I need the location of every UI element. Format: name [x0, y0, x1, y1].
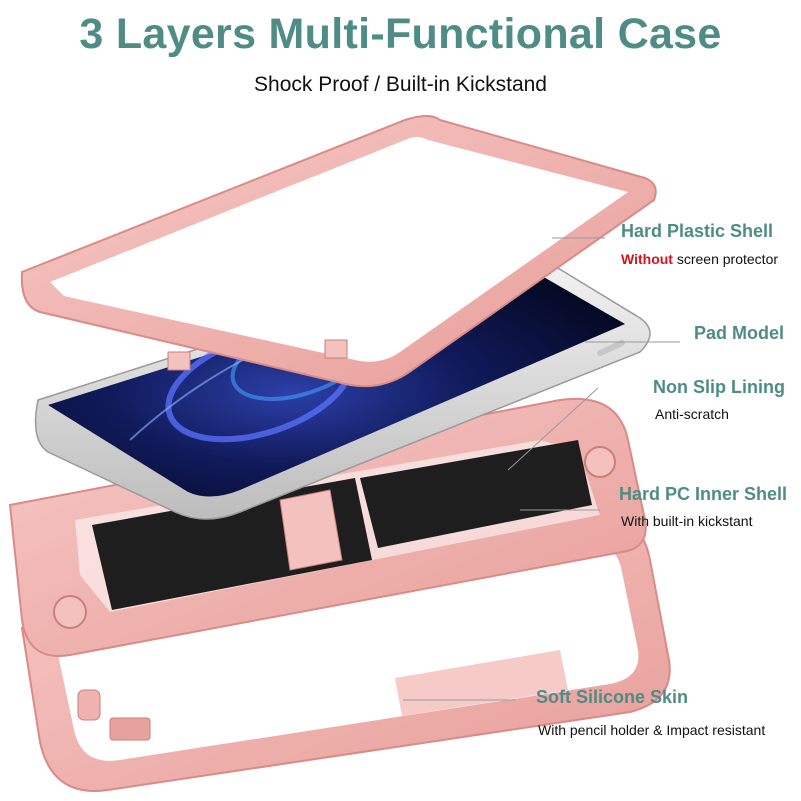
pointer-lining	[507, 387, 599, 471]
pad-model-title: Pad Model	[694, 323, 785, 343]
silicone-title: Soft Silicone Skin	[536, 687, 689, 707]
lining-pad-right	[360, 440, 592, 548]
inner-shell-layer	[8, 397, 647, 657]
hard-shell-note-highlight: Without	[621, 251, 673, 267]
silicone-skin-layer	[20, 512, 671, 792]
hard-shell-note-rest: screen protector	[672, 251, 779, 267]
page-title: 3 Layers Multi-Functional Case	[79, 10, 722, 58]
hard-plastic-shell	[20, 115, 657, 388]
inner-shell-note: With built-in kickstant	[621, 513, 753, 529]
hard-shell-title: Hard Plastic Shell	[621, 221, 774, 241]
inner-shell-title: Hard PC Inner Shell	[619, 484, 788, 504]
lining-title: Non Slip Lining	[653, 377, 785, 397]
page-subtitle: Shock Proof / Built-in Kickstand	[254, 73, 547, 96]
hard-shell-note: Without screen protector	[621, 251, 778, 267]
silicone-note: With pencil holder & Impact resistant	[538, 722, 766, 738]
lining-note: Anti-scratch	[655, 406, 729, 422]
